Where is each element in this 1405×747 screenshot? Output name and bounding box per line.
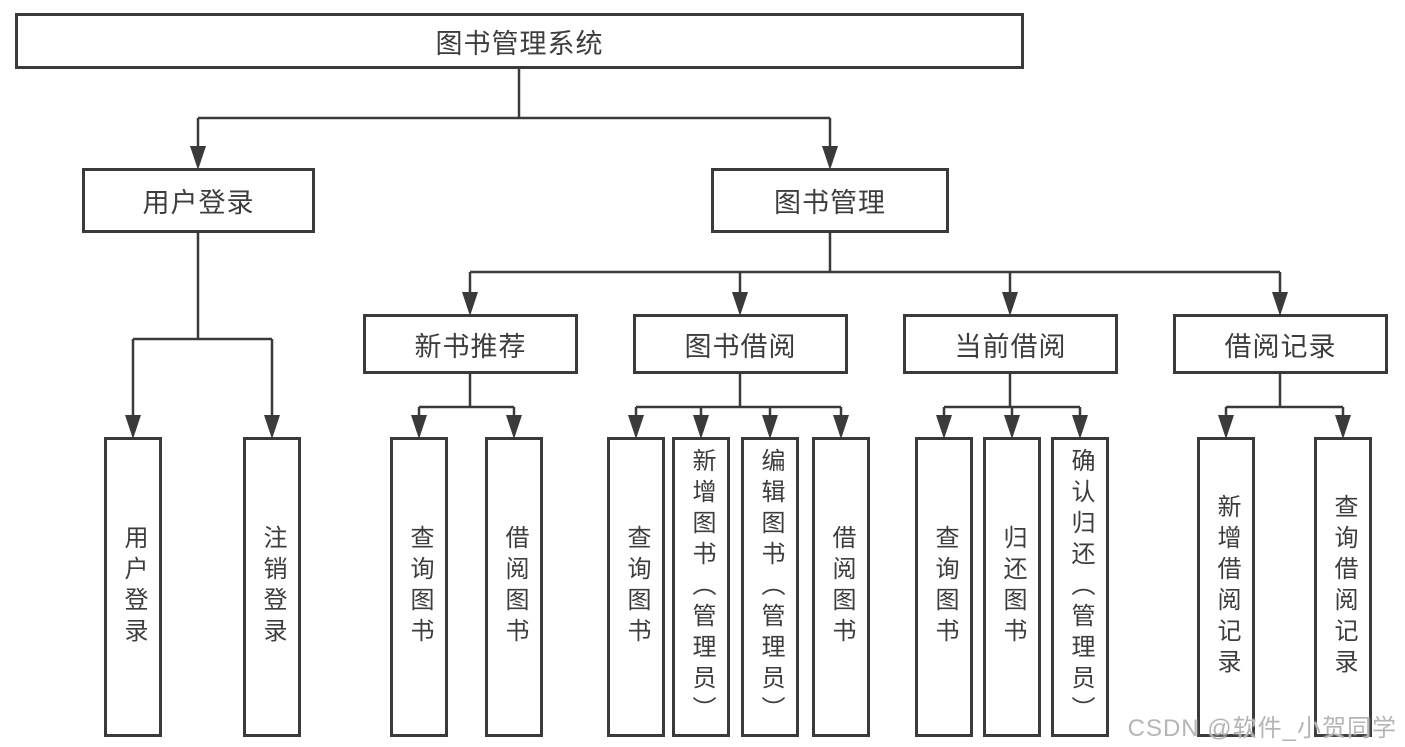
leaf-query-borrow-record-label: 查询借阅记录 — [1330, 494, 1357, 680]
leaf-query-books-1: 查询图书 — [390, 437, 448, 737]
leaf-edit-books-admin-label: 编辑图书（管理员） — [757, 447, 784, 727]
leaf-borrow-books-2-label: 借阅图书 — [828, 525, 855, 649]
node-current-borrow-label: 当前借阅 — [954, 331, 1067, 362]
node-new-book-recommend-label: 新书推荐 — [414, 331, 527, 362]
leaf-add-borrow-record: 新增借阅记录 — [1197, 437, 1255, 737]
leaf-query-books-2-label: 查询图书 — [623, 525, 650, 649]
leaf-query-books-3: 查询图书 — [915, 437, 973, 737]
node-book-management: 图书管理 — [711, 168, 949, 233]
leaf-logout-label: 注销登录 — [259, 525, 286, 649]
leaf-confirm-return-admin-label: 确认归还（管理员） — [1067, 447, 1094, 727]
leaf-return-books-label: 归还图书 — [999, 525, 1026, 649]
leaf-confirm-return-admin: 确认归还（管理员） — [1051, 437, 1109, 737]
leaf-add-borrow-record-label: 新增借阅记录 — [1213, 494, 1240, 680]
node-new-book-recommend: 新书推荐 — [363, 314, 578, 374]
leaf-query-books-1-label: 查询图书 — [406, 525, 433, 649]
node-borrow-records-label: 借阅记录 — [1224, 331, 1337, 362]
csdn-watermark: CSDN @软件_小贺同学 — [1127, 715, 1397, 742]
node-book-borrow-label: 图书借阅 — [684, 331, 797, 362]
leaf-borrow-books-1: 借阅图书 — [485, 437, 543, 737]
leaf-add-books-admin: 新增图书（管理员） — [672, 437, 730, 737]
leaf-query-borrow-record: 查询借阅记录 — [1314, 437, 1372, 737]
leaf-borrow-books-2: 借阅图书 — [812, 437, 870, 737]
node-user-login-label: 用户登录 — [142, 188, 255, 218]
leaf-borrow-books-1-label: 借阅图书 — [501, 525, 528, 649]
node-current-borrow: 当前借阅 — [903, 314, 1118, 374]
node-book-management-label: 图书管理 — [774, 188, 886, 218]
leaf-user-login-label: 用户登录 — [120, 525, 147, 649]
node-borrow-records: 借阅记录 — [1173, 314, 1388, 374]
leaf-logout: 注销登录 — [243, 437, 301, 737]
connector-arrowheads — [125, 118, 1351, 439]
node-book-borrow: 图书借阅 — [633, 314, 848, 374]
node-root-label: 图书管理系统 — [435, 28, 604, 59]
leaf-add-books-admin-label: 新增图书（管理员） — [688, 447, 715, 727]
leaf-query-books-3-label: 查询图书 — [931, 525, 958, 649]
leaf-return-books: 归还图书 — [983, 437, 1041, 737]
node-root: 图书管理系统 — [15, 13, 1024, 69]
leaf-query-books-2: 查询图书 — [607, 437, 665, 737]
leaf-edit-books-admin: 编辑图书（管理员） — [741, 437, 799, 737]
leaf-user-login: 用户登录 — [104, 437, 162, 737]
node-user-login: 用户登录 — [82, 168, 315, 233]
